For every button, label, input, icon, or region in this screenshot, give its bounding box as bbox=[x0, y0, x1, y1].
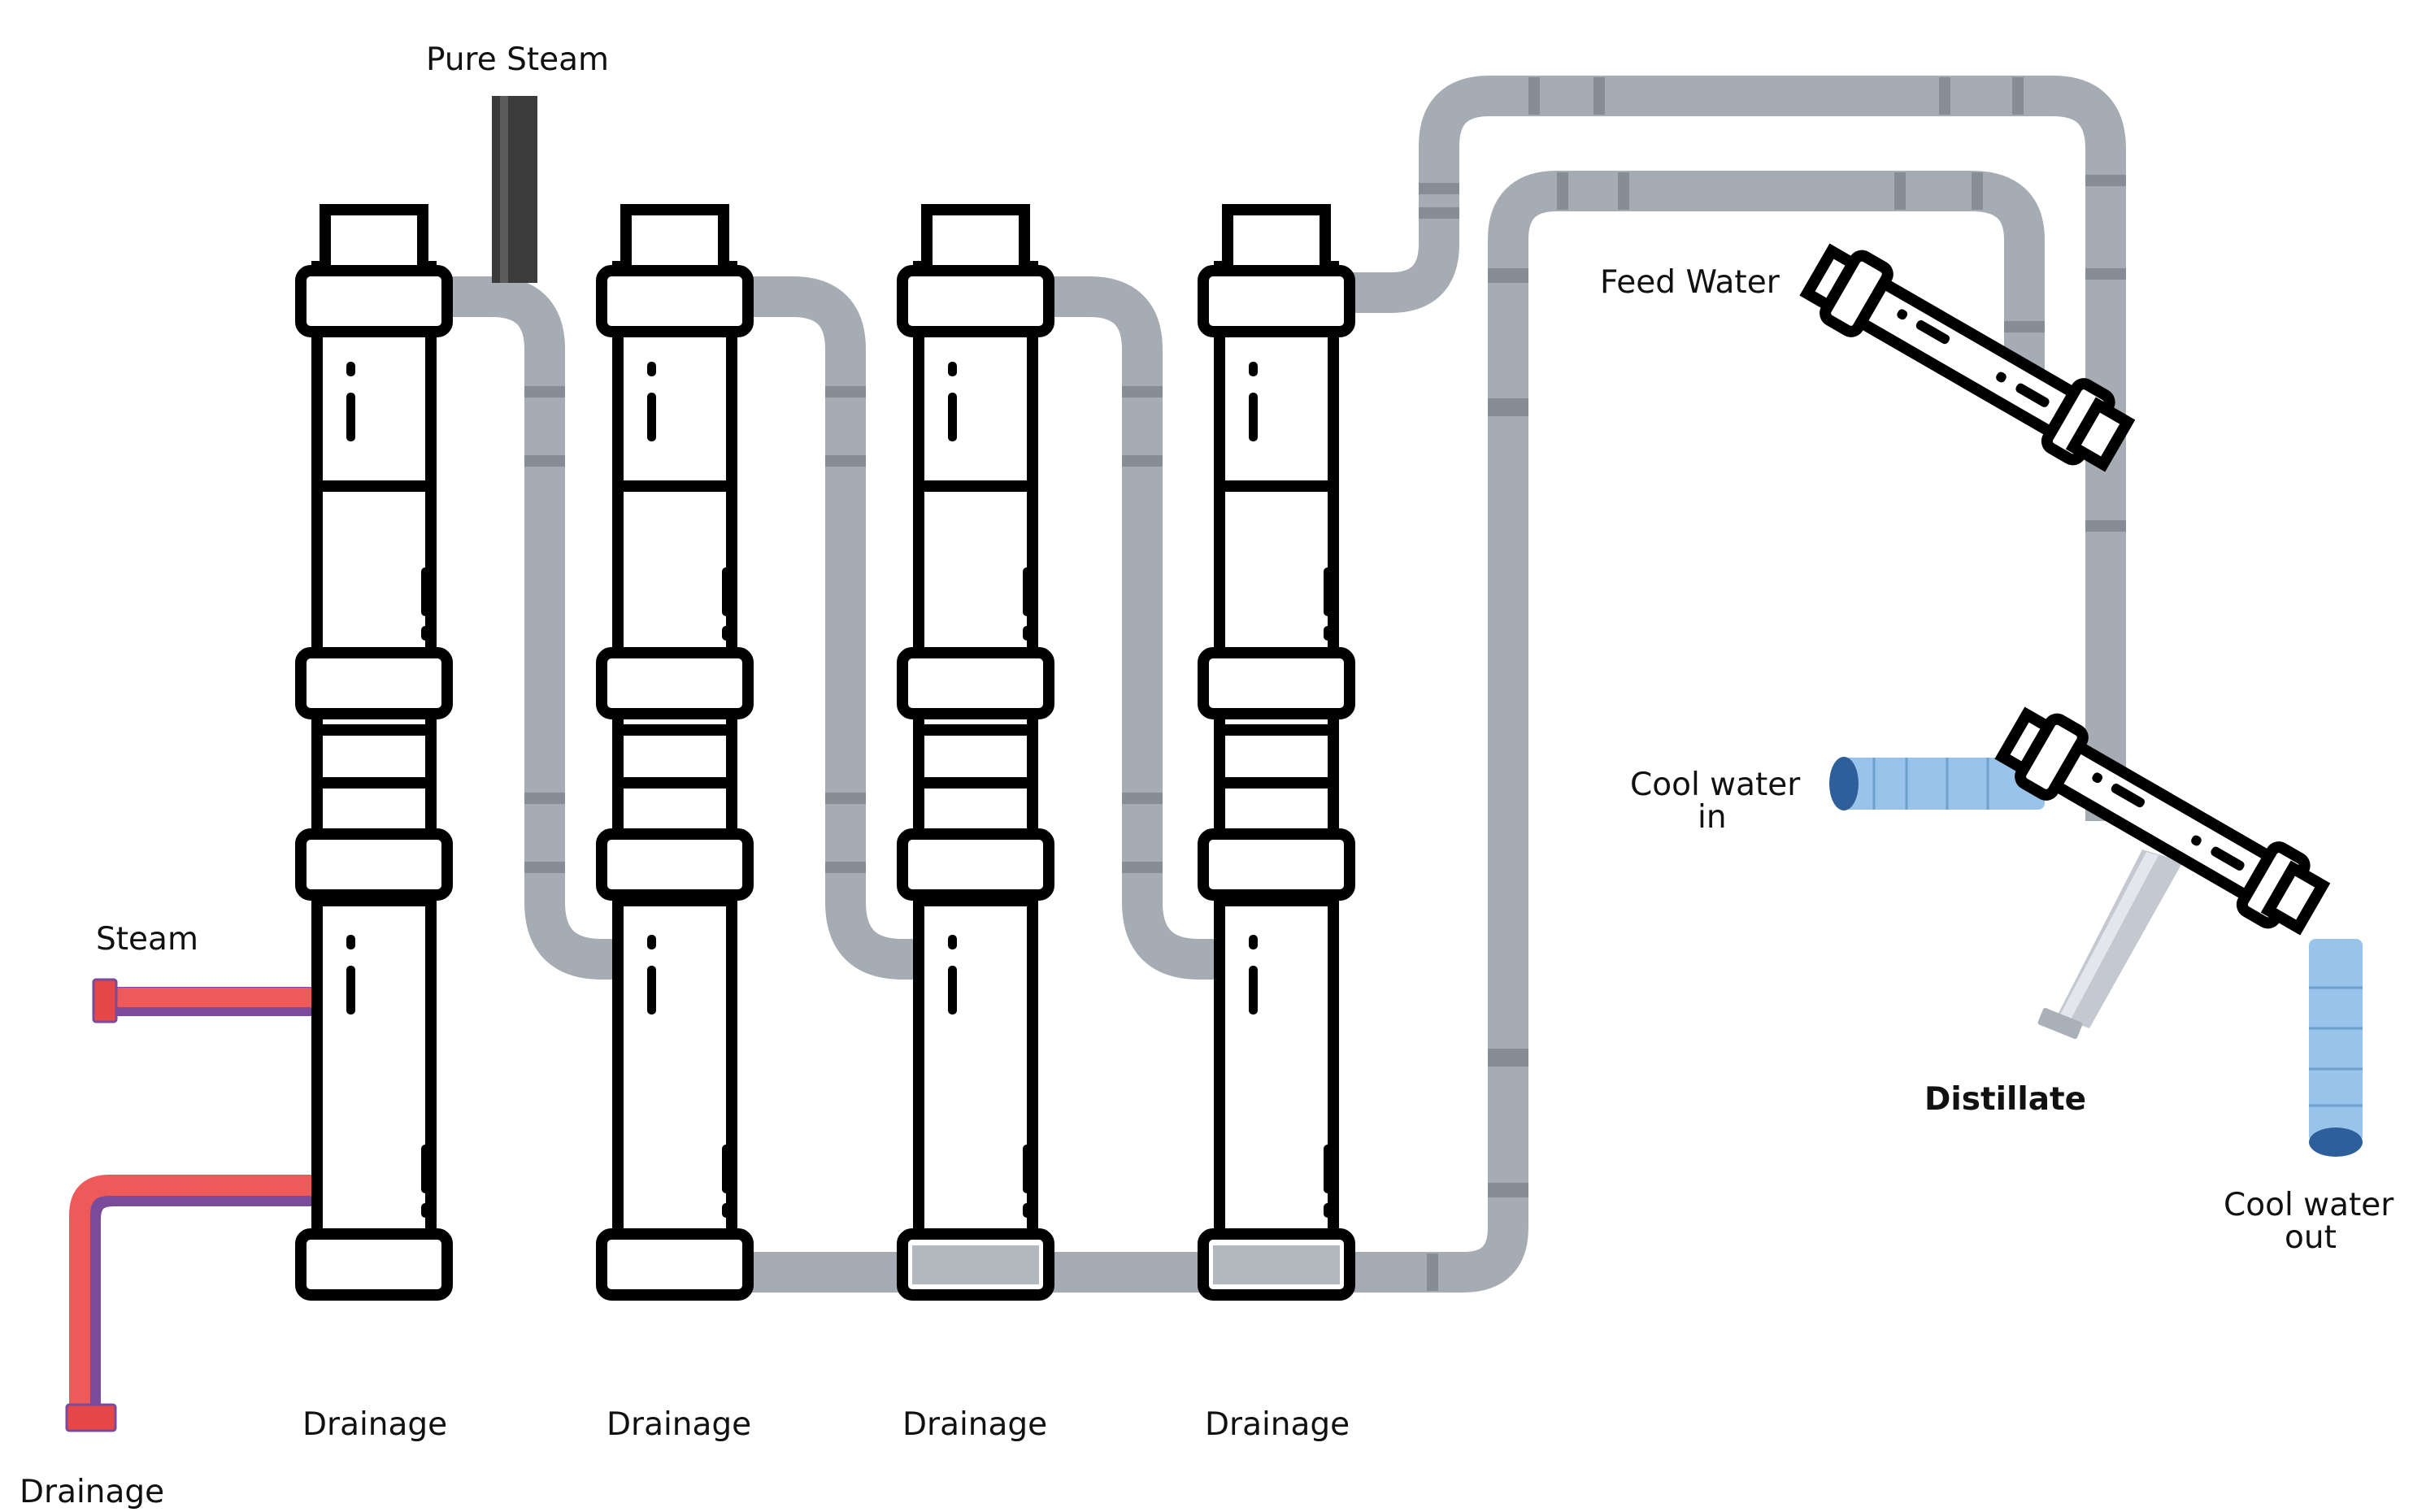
cool-water-out-pipe bbox=[2309, 939, 2363, 1157]
cooling-condenser-lower bbox=[1997, 704, 2329, 938]
pipe-bottom-header-to-condenser bbox=[732, 171, 2045, 1293]
label-drainage-column-2: Drainage bbox=[607, 1406, 751, 1443]
pipe-col3-to-col4 bbox=[1049, 276, 1220, 980]
feed-water-condenser-upper bbox=[1802, 241, 2134, 475]
distillation-column-3 bbox=[902, 210, 1049, 1295]
pipe-col2-to-col3 bbox=[748, 276, 923, 980]
pipe-bands bbox=[524, 77, 2126, 1291]
label-cool-water-in-line1: Cool water bbox=[1630, 767, 1801, 803]
distillation-column-2 bbox=[602, 210, 748, 1295]
label-steam: Steam bbox=[96, 921, 198, 958]
steam-inlet-pipe bbox=[104, 987, 325, 1016]
label-pure-steam: Pure Steam bbox=[426, 41, 609, 78]
label-feed-water: Feed Water bbox=[1600, 264, 1780, 301]
pure-steam-pipe bbox=[492, 96, 537, 283]
distillation-column-1 bbox=[301, 210, 447, 1295]
bottom-header-overlay bbox=[912, 1245, 1340, 1284]
label-drainage-column-4: Drainage bbox=[1205, 1406, 1350, 1443]
cool-water-in-pipe bbox=[1829, 757, 2045, 810]
label-cool-water-in-line2: in bbox=[1698, 799, 1727, 836]
label-drainage-column-1: Drainage bbox=[302, 1406, 447, 1443]
label-cool-water-out-line2: out bbox=[2285, 1219, 2337, 1256]
label-drainage-inlet: Drainage bbox=[20, 1474, 164, 1510]
pipe-col1-to-col2 bbox=[447, 276, 622, 980]
distillation-column-4 bbox=[1203, 210, 1350, 1295]
label-drainage-column-3: Drainage bbox=[902, 1406, 1047, 1443]
gray-connecting-pipes bbox=[447, 76, 2126, 1293]
pipe-col4-to-condensers bbox=[1350, 76, 2126, 821]
distillate-outlet-pipe bbox=[2037, 849, 2183, 1040]
label-cool-water-out-line1: Cool water bbox=[2224, 1187, 2394, 1223]
label-distillate: Distillate bbox=[1924, 1081, 2086, 1118]
drainage-outlet-pipe bbox=[69, 1175, 325, 1410]
